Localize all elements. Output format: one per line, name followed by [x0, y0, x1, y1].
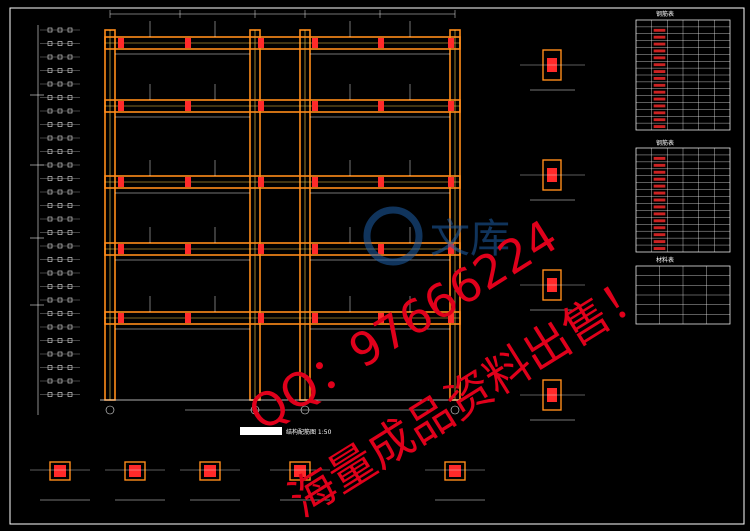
table-rebar-cell	[653, 191, 666, 195]
detail-outline	[444, 461, 466, 481]
table-rebar-cell	[653, 240, 666, 244]
rebar-bundle	[185, 101, 191, 111]
rebar-bundle	[448, 313, 454, 323]
rebar-bundle	[312, 101, 318, 111]
table-rebar-cell	[653, 219, 666, 223]
detail-rebar	[449, 465, 461, 477]
rebar-schedule-table-1: 钢筋表	[635, 10, 731, 131]
rebar-bundle	[378, 313, 384, 323]
detail-outline	[289, 461, 311, 481]
rebar-bundle	[118, 313, 124, 323]
table-rebar-cell	[653, 125, 666, 128]
rebar-bundle	[118, 177, 124, 187]
rebar-bundle	[378, 101, 384, 111]
axis-bubble	[250, 405, 260, 415]
rebar-bundle	[312, 313, 318, 323]
rebar-bundle	[185, 244, 191, 254]
table-rebar-cell	[653, 90, 666, 94]
table-rebar-cell	[653, 111, 666, 115]
rebar-bundle	[312, 177, 318, 187]
rebar-bundle	[378, 38, 384, 48]
rebar-bundle	[448, 244, 454, 254]
table-rebar-cell	[653, 63, 666, 67]
rebar-bundle	[378, 177, 384, 187]
table-title: 钢筋表	[656, 10, 674, 18]
detail-rebar	[129, 465, 141, 477]
rebar-bundle	[448, 101, 454, 111]
logo-text: 文库	[430, 216, 510, 262]
material-table: 材料表	[635, 256, 731, 325]
detail-outline	[49, 461, 71, 481]
rebar-bundle	[312, 38, 318, 48]
table-rebar-cell	[653, 156, 666, 160]
table-rebar-cell	[653, 104, 666, 108]
caption-box	[240, 427, 282, 435]
main-caption: 结构配筋图 1:50	[286, 428, 332, 436]
rebar-schedule-table-2: 钢筋表	[635, 139, 731, 253]
rebar-bundle	[118, 244, 124, 254]
table-rebar-cell	[653, 83, 666, 87]
detail-rebar	[54, 465, 66, 477]
table-rebar-cell	[653, 70, 666, 73]
bottom-beam-details	[30, 461, 485, 501]
table-rebar-cell	[653, 118, 666, 122]
table-rebar-cell	[653, 42, 666, 46]
detail-outline	[124, 461, 146, 481]
table-rebar-cell	[653, 35, 666, 39]
detail-outline	[199, 461, 221, 481]
column-section-details	[520, 49, 585, 421]
rebar-bundle	[185, 38, 191, 48]
table-rebar-cell	[653, 28, 666, 32]
table-title: 钢筋表	[656, 139, 674, 147]
rebar-bundle	[258, 177, 264, 187]
detail-rebar	[204, 465, 216, 477]
table-rebar-cell	[653, 56, 666, 60]
watermark-logo: 文库	[363, 206, 510, 266]
rebar-bundle	[378, 244, 384, 254]
detail-rebar	[294, 465, 306, 477]
table-title: 材料表	[656, 256, 674, 264]
axis-bubble	[105, 405, 115, 415]
table-rebar-cell	[653, 177, 666, 181]
rebar-bundle	[448, 177, 454, 187]
table-rebar-cell	[653, 184, 666, 188]
rebar-bundle	[185, 177, 191, 187]
rebar-bundle	[448, 38, 454, 48]
rebar-bundle	[258, 101, 264, 111]
rebar-bundle	[258, 244, 264, 254]
table-rebar-cell	[653, 205, 666, 209]
table-rebar-cell	[653, 247, 666, 250]
left-elevation-column	[30, 25, 80, 415]
table-rebar-cell	[653, 49, 666, 53]
table-rebar-cell	[653, 77, 666, 80]
structural-frame	[100, 10, 461, 415]
logo-circle-icon	[363, 206, 423, 266]
axis-bubble	[300, 405, 310, 415]
rebar-bundle	[185, 313, 191, 323]
table-rebar-cell	[653, 170, 666, 174]
sheet-border	[9, 7, 745, 525]
table-rebar-cell	[653, 163, 666, 167]
table-rebar-cell	[653, 212, 666, 216]
rebar-bundle	[118, 38, 124, 48]
rebar-bundle	[258, 38, 264, 48]
table-rebar-cell	[653, 97, 666, 101]
rebar-bundle	[312, 244, 318, 254]
axis-bubble	[450, 405, 460, 415]
rebar-bundle	[258, 313, 264, 323]
table-rebar-cell	[653, 198, 666, 202]
rebar-bundle	[118, 101, 124, 111]
table-rebar-cell	[653, 233, 666, 237]
table-rebar-cell	[653, 226, 666, 230]
